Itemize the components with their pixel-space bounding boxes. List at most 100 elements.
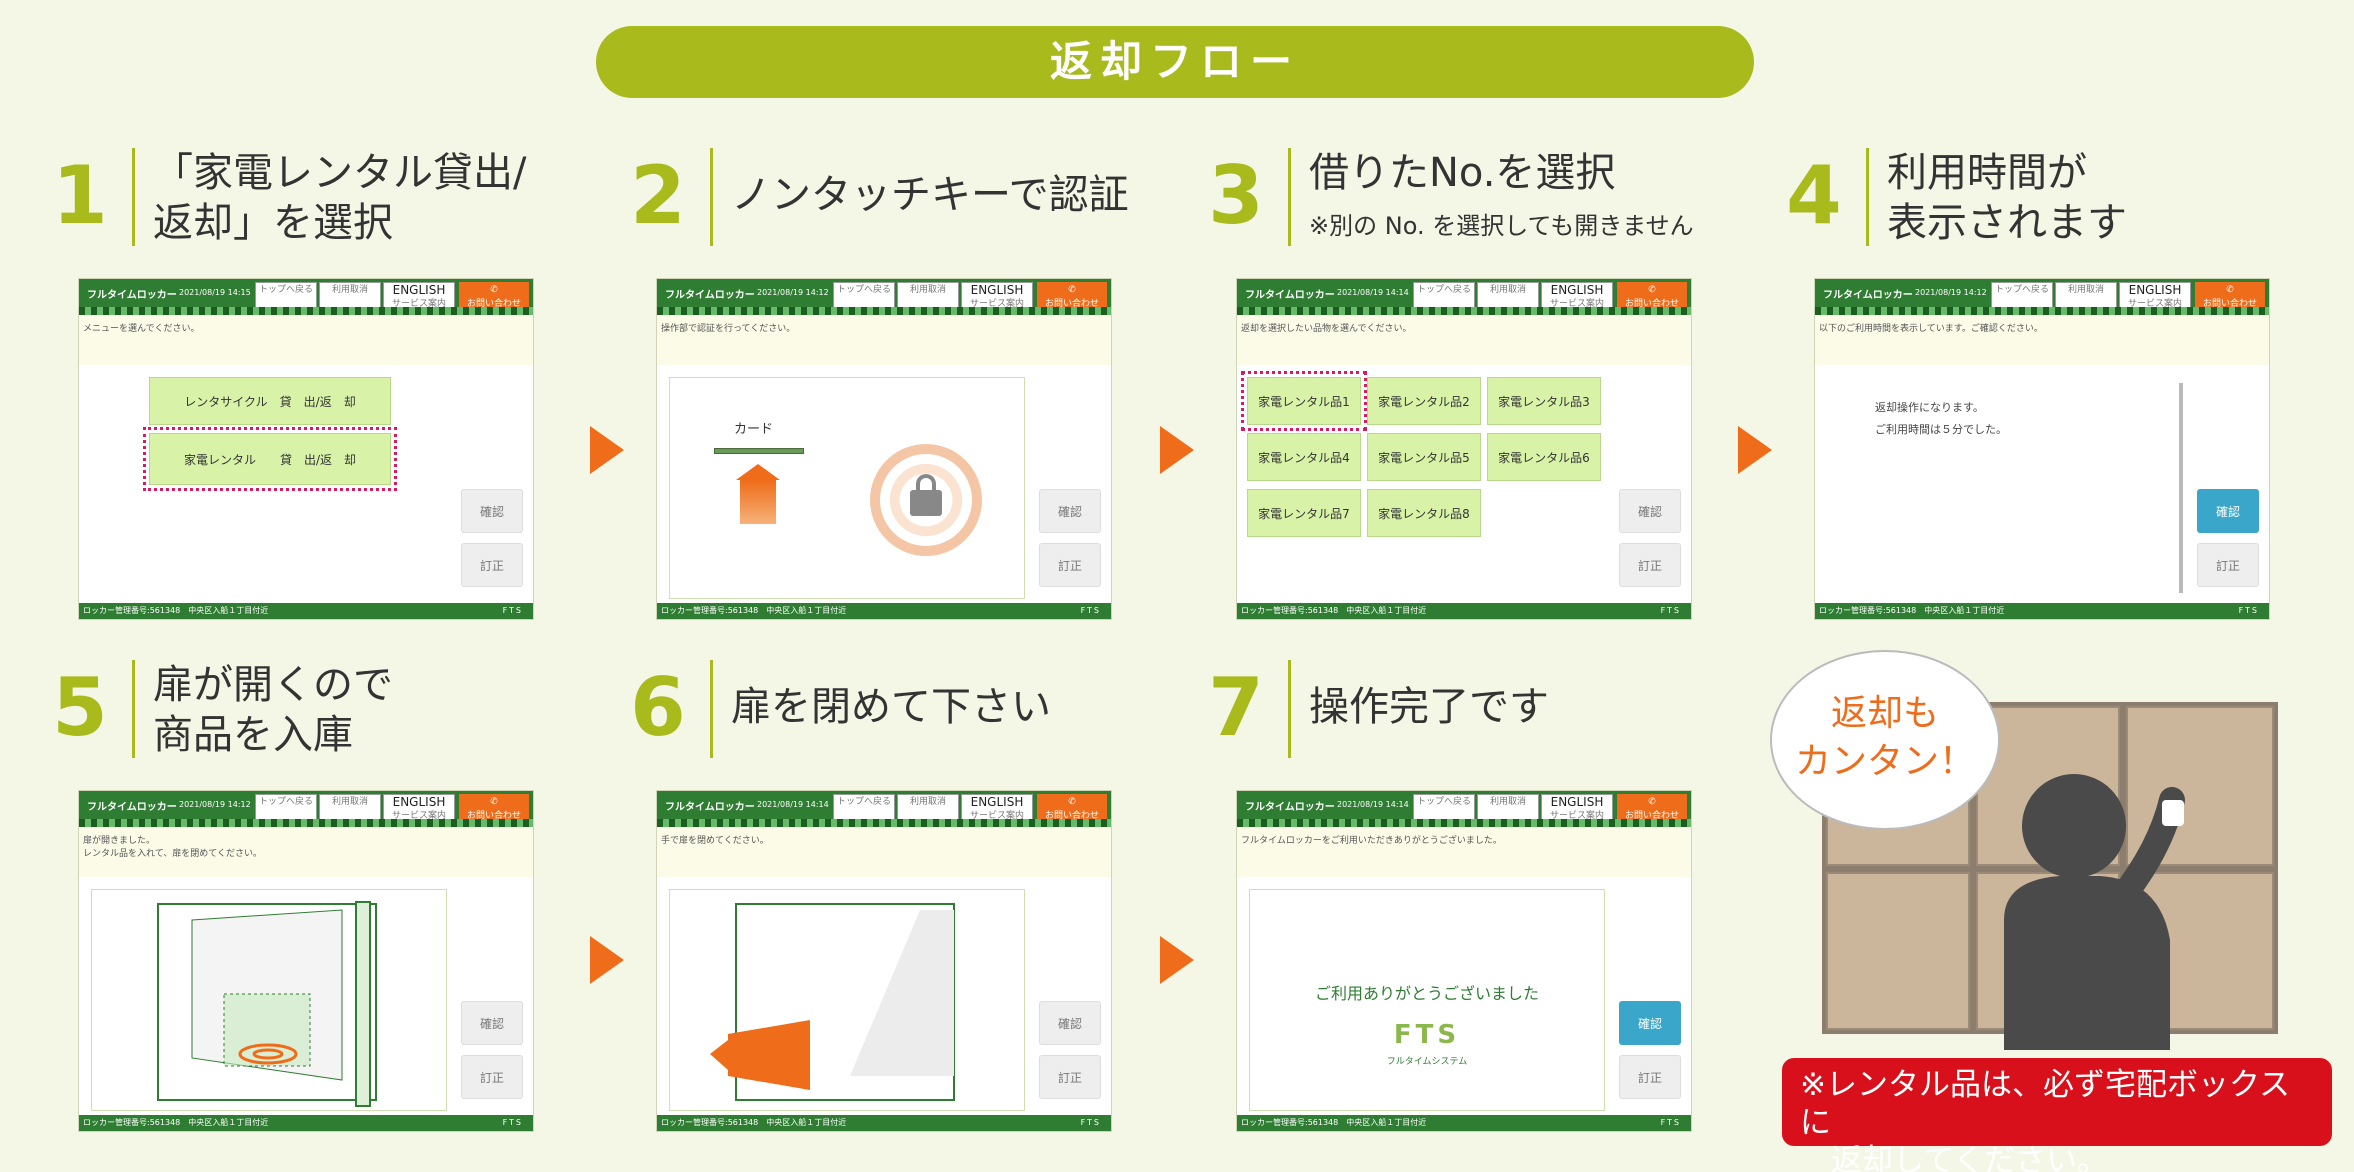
date-label: 2021/08/19 14:14 [1337, 800, 1409, 809]
correct-button[interactable]: 訂正 [1619, 1055, 1681, 1099]
rental-item-3-button[interactable]: 家電レンタル品3 [1487, 377, 1601, 425]
call-button[interactable]: ✆ お問い合わせ [1037, 794, 1107, 822]
step-3-screen: フルタイムロッカー 2021/08/19 14:14 トップへ戻る 利用取消 E… [1236, 278, 1692, 620]
step-title: ノンタッチキーで認証 [731, 172, 1129, 218]
call-label: お問い合わせ [1044, 811, 1099, 821]
rental-item-2-button[interactable]: 家電レンタル品2 [1367, 377, 1481, 425]
top-button[interactable]: トップへ戻る [1413, 282, 1475, 310]
service-label: サービス案内 [391, 811, 446, 821]
rental-item-1-button[interactable]: 家電レンタル品1 [1247, 377, 1361, 425]
screen-header: フルタイムロッカー 2021/08/19 14:14 トップへ戻る 利用取消 E… [1237, 279, 1691, 315]
phone-icon: ✆ [1068, 797, 1076, 807]
rental-item-7-button[interactable]: 家電レンタル品7 [1247, 489, 1361, 537]
confirm-button[interactable]: 確認 [461, 489, 523, 533]
screen-message: 操作部で認証を行ってください。 [657, 315, 1111, 365]
top-button[interactable]: トップへ戻る [833, 282, 895, 310]
top-button[interactable]: トップへ戻る [255, 794, 317, 822]
correct-button[interactable]: 訂正 [1039, 543, 1101, 587]
step-note: ※別の No. を選択しても開きません [1309, 212, 1694, 240]
phone-icon: ✆ [490, 285, 498, 295]
cancel-button[interactable]: 利用取消 [1477, 282, 1539, 310]
close-door-panel [669, 889, 1025, 1111]
step-divider [1866, 148, 1869, 246]
cancel-button[interactable]: 利用取消 [897, 794, 959, 822]
flow-arrow-icon [1738, 426, 1772, 474]
step-4-screen: フルタイムロッカー 2021/08/19 14:12 トップへ戻る 利用取消 E… [1814, 278, 2270, 620]
confirm-button[interactable]: 確認 [1619, 1001, 1681, 1045]
confirm-button[interactable]: 確認 [1039, 1001, 1101, 1045]
rental-item-5-button[interactable]: 家電レンタル品5 [1367, 433, 1481, 481]
confirm-button[interactable]: 確認 [1039, 489, 1101, 533]
call-button[interactable]: ✆お問い合わせ [1037, 282, 1107, 310]
step-divider [710, 660, 713, 758]
step-divider [1288, 148, 1291, 246]
thanks-message: ご利用ありがとうございました [1314, 984, 1539, 1003]
scrollbar[interactable] [2179, 383, 2183, 593]
call-label: お問い合わせ [1624, 811, 1679, 821]
confirm-button[interactable]: 確認 [1619, 489, 1681, 533]
correct-button[interactable]: 訂正 [461, 543, 523, 587]
correct-button[interactable]: 訂正 [1619, 543, 1681, 587]
appliance-rental-button[interactable]: 家電レンタル 貸 出/返 却 [149, 433, 391, 485]
date-label: 2021/08/19 14:12 [757, 288, 829, 297]
correct-button[interactable]: 訂正 [1039, 1055, 1101, 1099]
auth-panel: カード [669, 377, 1025, 599]
rental-item-8-button[interactable]: 家電レンタル品8 [1367, 489, 1481, 537]
confirm-button[interactable]: 確認 [2197, 489, 2259, 533]
top-button[interactable]: トップへ戻る [833, 794, 895, 822]
call-button[interactable]: ✆お問い合わせ [1617, 282, 1687, 310]
screen-message: メニューを選んでください。 [79, 315, 533, 365]
up-arrow-shaft [740, 480, 776, 524]
screen-footer: ロッカー管理番号:561348 中央区入船１丁目付近 [657, 603, 1111, 619]
english-label: ENGLISH [1550, 795, 1604, 809]
screen-footer: ロッカー管理番号:561348 中央区入船１丁目付近 [79, 1115, 533, 1131]
return-note: ※レンタル品は、必ず宅配ボックスに 返却してください。 [1782, 1058, 2332, 1172]
call-button[interactable]: ✆お問い合わせ [459, 794, 529, 822]
thanks-panel: ご利用ありがとうございました FTS フルタイムシステム [1249, 889, 1605, 1111]
screen-header: フルタイムロッカー 2021/08/19 14:12 トップへ戻る 利用取消 E… [657, 279, 1111, 315]
brand-label: フルタイムロッカー [665, 802, 755, 813]
noncontact-key-icon [870, 444, 982, 556]
up-arrow-icon [736, 464, 780, 480]
top-button[interactable]: トップへ戻る [255, 282, 317, 310]
cancel-button[interactable]: 利用取消 [319, 282, 381, 310]
call-label: お問い合わせ [1624, 299, 1679, 309]
cancel-button[interactable]: 利用取消 [319, 794, 381, 822]
cancel-button[interactable]: 利用取消 [1477, 794, 1539, 822]
screen-footer: ロッカー管理番号:561348 中央区入船１丁目付近 [1237, 603, 1691, 619]
rental-item-4-button[interactable]: 家電レンタル品4 [1247, 433, 1361, 481]
phone-icon: ✆ [2226, 285, 2234, 295]
top-button[interactable]: トップへ戻る [1413, 794, 1475, 822]
service-label: サービス案内 [1549, 299, 1604, 309]
rental-cycle-button[interactable]: レンタサイクル 貸 出/返 却 [149, 377, 391, 425]
card-icon [714, 448, 804, 454]
phone-icon: ✆ [1068, 285, 1076, 295]
call-button[interactable]: ✆お問い合わせ [459, 282, 529, 310]
correct-button[interactable]: 訂正 [2197, 543, 2259, 587]
call-button[interactable]: ✆お問い合わせ [2195, 282, 2265, 310]
screen-header: フルタイムロッカー 2021/08/19 14:14 トップへ戻る 利用取消 E… [657, 791, 1111, 827]
cancel-button[interactable]: 利用取消 [897, 282, 959, 310]
person-icon [2004, 774, 2185, 1050]
brand-label: フルタイムロッカー [87, 290, 177, 301]
correct-button[interactable]: 訂正 [461, 1055, 523, 1099]
cancel-button[interactable]: 利用取消 [2055, 282, 2117, 310]
screen-header: フルタイムロッカー 2021/08/19 14:12 トップへ戻る 利用取消 E… [79, 791, 533, 827]
step-5-screen: フルタイムロッカー 2021/08/19 14:12 トップへ戻る 利用取消 E… [78, 790, 534, 1132]
step-title: 操作完了です [1309, 684, 1549, 730]
screen-message: 手で扉を閉めてください。 [657, 827, 1111, 877]
screen-header: フルタイムロッカー 2021/08/19 14:12 トップへ戻る 利用取消 E… [1815, 279, 2269, 315]
top-button[interactable]: トップへ戻る [1991, 282, 2053, 310]
rental-item-6-button[interactable]: 家電レンタル品6 [1487, 433, 1601, 481]
locker-door [1826, 872, 1970, 1030]
call-button[interactable]: ✆お問い合わせ [1617, 794, 1687, 822]
service-label: サービス案内 [391, 299, 446, 309]
confirm-button[interactable]: 確認 [461, 1001, 523, 1045]
